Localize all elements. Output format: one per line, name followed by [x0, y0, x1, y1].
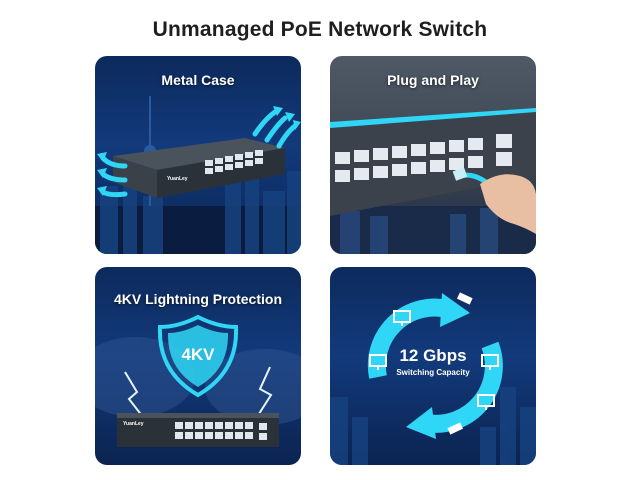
tile-label: Metal Case	[161, 72, 235, 88]
switch-device-image	[113, 138, 285, 198]
brand-logo: YuanLey	[167, 176, 188, 182]
switching-speed-value: 12 Gbps	[399, 346, 467, 365]
page-title: Unmanaged PoE Network Switch	[152, 18, 488, 41]
storm-cloud-art	[95, 337, 301, 425]
cycle-arrow-icon	[367, 293, 503, 439]
brand-logo: YuanLey	[123, 421, 144, 427]
airflow-arrow-icon	[97, 106, 301, 198]
feature-tile-switching-capacity: 12 Gbps Switching Capacity	[330, 267, 536, 465]
feature-tile-plug-and-play: Plug and Play	[330, 56, 536, 254]
tile-label: Plug and Play	[387, 72, 479, 88]
shield-badge-text: 4KV	[181, 345, 215, 364]
switching-capacity-label: Switching Capacity	[396, 368, 470, 377]
city-skyline-art	[330, 387, 536, 465]
hand-icon	[480, 174, 536, 234]
feature-tile-metal-case: YuanLey Metal Case	[95, 56, 301, 254]
monitor-icon	[369, 310, 499, 410]
feature-tile-lightning-protection: YuanLey 4KV 4KV Lightning Protection	[95, 267, 301, 465]
shield-icon	[157, 314, 239, 398]
switch-device-image	[117, 413, 279, 447]
cctv-camera-icon	[447, 292, 473, 435]
tile-label: 4KV Lightning Protection	[114, 291, 282, 307]
